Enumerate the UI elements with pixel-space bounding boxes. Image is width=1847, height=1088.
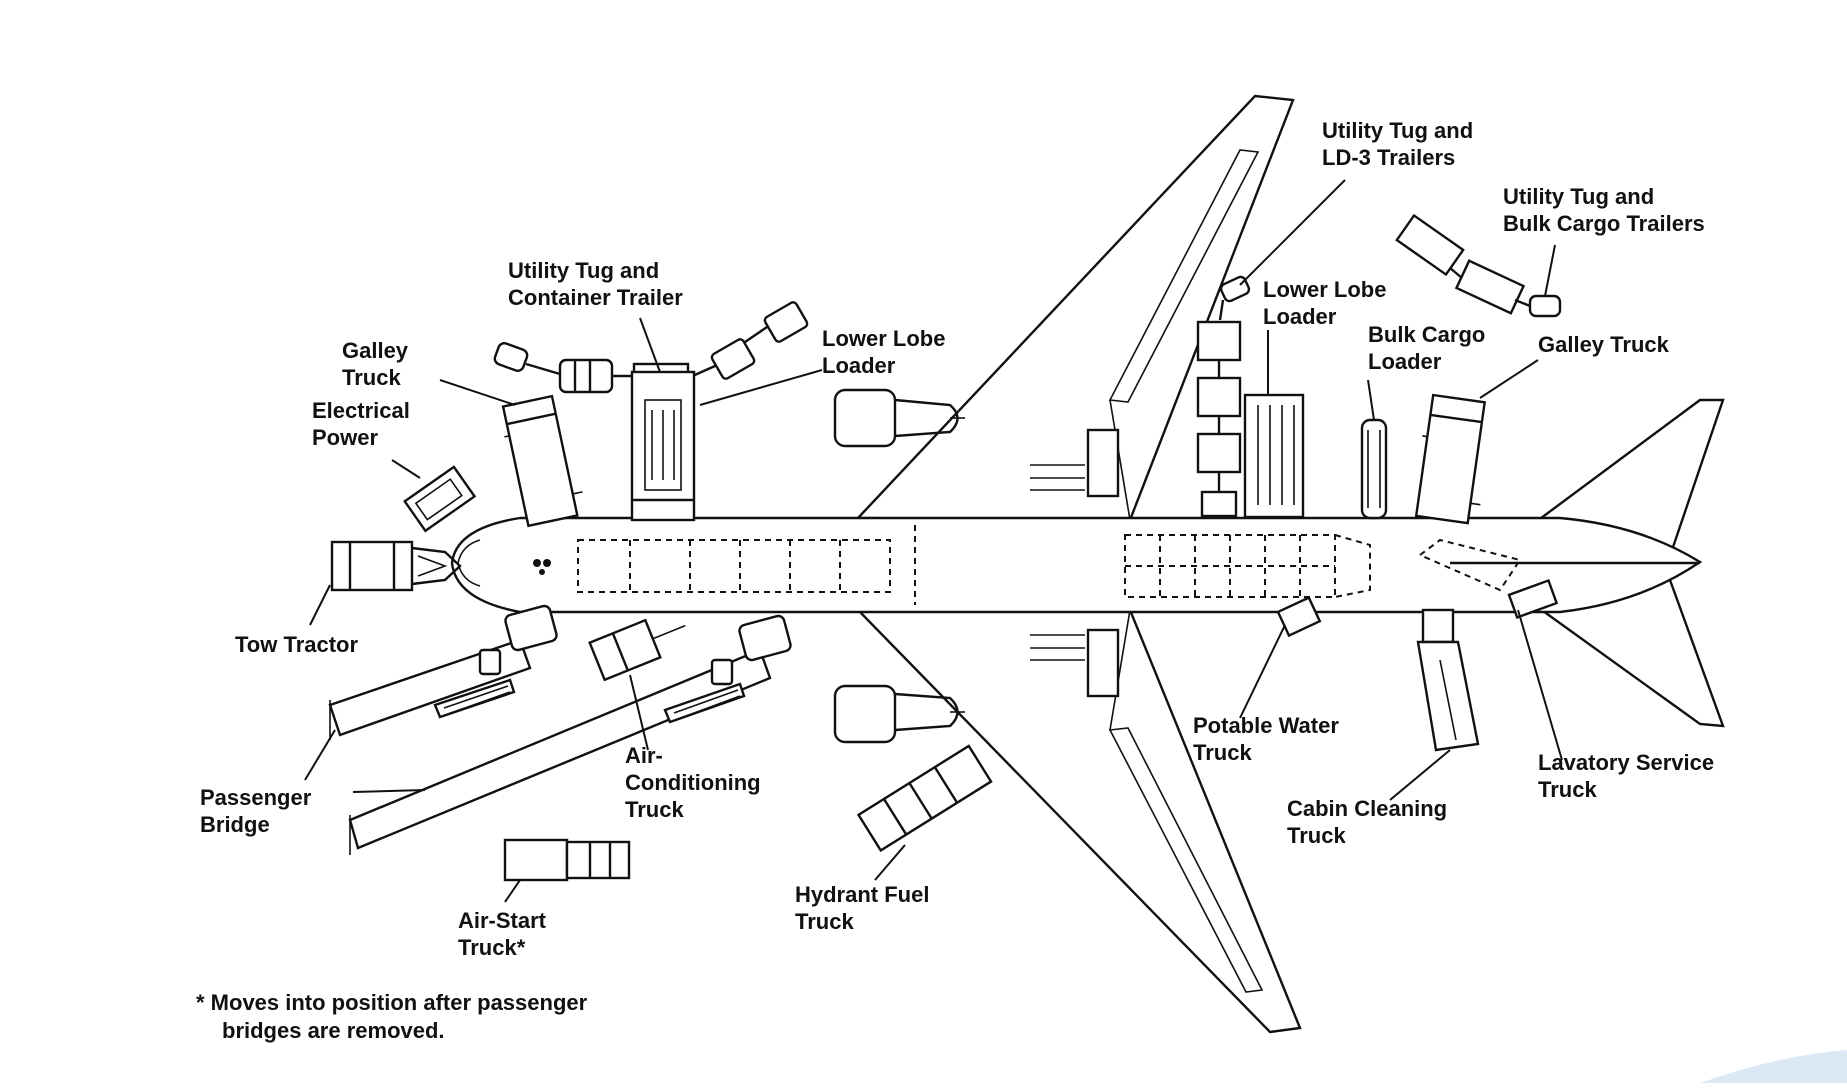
cabin-cleaning-truck — [1416, 608, 1480, 752]
label-tow-tractor: Tow Tractor — [235, 632, 358, 657]
lower-lobe-loader-forward — [630, 370, 696, 522]
tow-tractor — [330, 540, 462, 592]
air-conditioning-truck — [588, 618, 686, 682]
leader-lines — [304, 179, 1563, 903]
hydrant-fuel-truck — [856, 744, 993, 853]
engine-lower — [833, 684, 965, 744]
utility-tug-ld3-trailers — [1196, 275, 1251, 518]
bulk-cargo-loader — [1360, 418, 1388, 520]
utility-tug-bulk-cargo-trailers — [1395, 213, 1562, 318]
corner-decoration — [1700, 1050, 1847, 1083]
aircraft — [450, 94, 1725, 1034]
passenger-bridge-2 — [348, 614, 792, 855]
lavatory-service-truck — [1507, 578, 1559, 619]
air-start-truck — [503, 838, 631, 882]
lower-lobe-loader-aft — [1243, 393, 1305, 519]
electrical-power-unit — [403, 465, 477, 533]
galley-truck-aft — [1414, 393, 1487, 525]
potable-water-truck — [1276, 596, 1322, 638]
engine-upper — [833, 388, 965, 448]
galley-truck-forward — [501, 394, 583, 528]
label-galley-truck-aft: Galley Truck — [1538, 332, 1670, 357]
passenger-bridge-1 — [328, 604, 558, 740]
forward-cargo-hold — [577, 539, 891, 593]
